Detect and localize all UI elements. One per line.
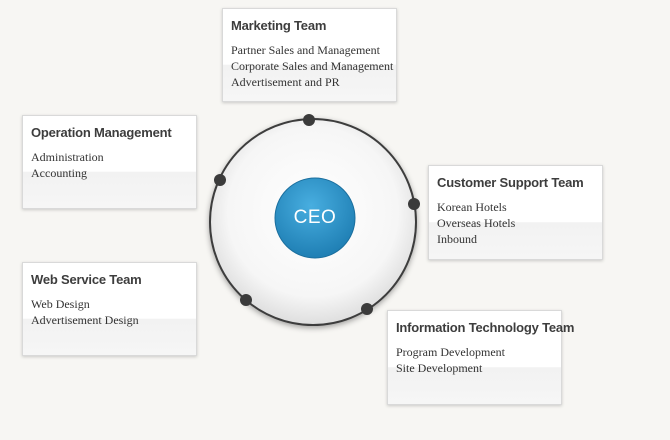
team-card-web-service: Web Service Team Web Design Advertisemen… [22,262,197,356]
node-dot-customer [408,198,420,210]
team-item: Korean Hotels [437,200,507,214]
team-title: Operation Management [31,125,172,140]
team-card-customer-support: Customer Support Team Korean Hotels Over… [428,165,603,260]
team-item: Site Development [396,361,483,375]
team-title: Customer Support Team [437,175,584,190]
team-title: Marketing Team [231,18,327,33]
team-item: Advertisement Design [31,313,139,327]
team-title: Web Service Team [31,272,142,287]
team-item: Program Development [396,345,505,359]
team-item: Inbound [437,232,477,246]
node-dot-operation [214,174,226,186]
team-item: Administration [31,150,104,164]
team-item: Advertisement and PR [231,75,340,89]
node-dot-marketing [303,114,315,126]
team-item: Overseas Hotels [437,216,516,230]
node-dot-it [361,303,373,315]
team-item: Partner Sales and Management [231,43,380,57]
ceo-circle [274,177,356,259]
team-card-marketing: Marketing Team Partner Sales and Managem… [222,8,397,102]
node-dot-webservice [240,294,252,306]
team-title: Information Technology Team [396,320,575,335]
team-item: Corporate Sales and Management [231,59,394,73]
team-item: Web Design [31,297,90,311]
team-card-operation: Operation Management Administration Acco… [22,115,197,209]
team-item: Accounting [31,166,87,180]
team-card-information-technology: Information Technology Team Program Deve… [387,310,575,405]
